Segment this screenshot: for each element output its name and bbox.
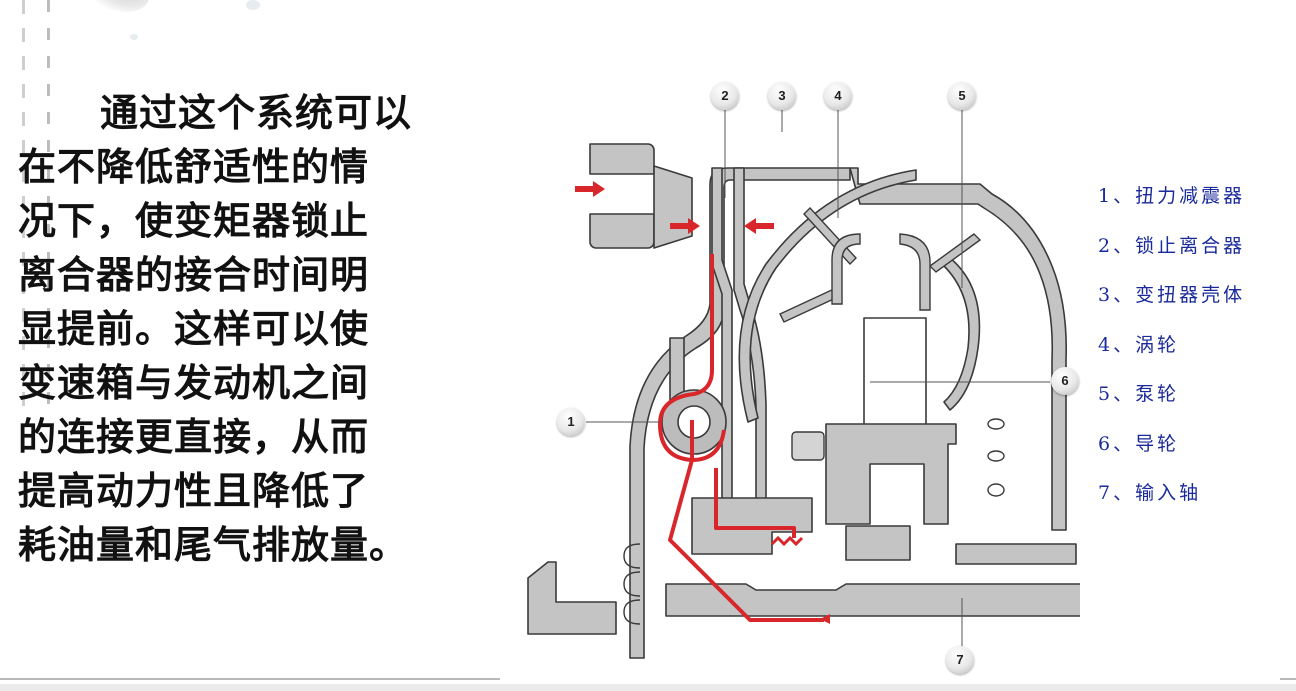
parts-legend: 1、扭力减震器 2、锁止离合器 3、变扭器壳体 4、涡轮 5、泵轮 6、导轮 7… [1098,172,1245,519]
flow-arrow-icon [744,218,774,234]
decorative-dot [130,34,138,40]
callout-3: 3 [768,82,796,110]
oil-flow-path [668,420,824,622]
legend-item: 4、涡轮 [1098,333,1180,356]
legend-item: 5、泵轮 [1098,383,1180,405]
body-line: 在不降低舒适性的情 [18,145,370,189]
flow-arrow-icon [770,535,804,547]
torque-converter-diagram [527,108,1080,659]
spring-coil [623,571,641,597]
decorative-dot [246,0,260,10]
turbine-shell [738,169,917,423]
legend-item: 7、输入轴 [1098,482,1202,504]
pump-hole [987,450,1005,462]
bracket [527,561,617,635]
body-line: 耗油量和尾气排放量。 [18,523,409,567]
stator-spline [845,525,911,561]
footer-band [0,684,1296,691]
flow-arrow-icon [575,181,605,197]
turbine-core [831,233,861,305]
body-line: 离合器的接合时间明 [18,253,370,297]
input-shaft [665,583,1080,617]
spring-coil [623,599,641,625]
oil-flow-path [658,254,726,462]
pump-torus [943,257,981,411]
lockup-clutch-plate [711,167,733,521]
legend-item: 6、导轮 [1098,432,1180,455]
flywheel-block [589,143,655,249]
callout-4: 4 [824,82,852,110]
pump-hole [987,418,1005,430]
pump-core [899,233,931,311]
body-line: 显提前。这样可以使 [18,307,370,351]
housing-lower [955,543,1077,565]
body-line: 变速箱与发动机之间 [18,361,370,405]
callout-7: 7 [946,646,974,674]
spring-coil [623,543,641,569]
body-line: 提高动力性且降低了 [18,469,370,513]
decorative-swoosh [75,0,155,20]
callout-2: 2 [711,82,739,110]
turbine-blade [779,287,841,323]
callout-1: 1 [557,408,585,436]
stator-roller [791,431,825,461]
legend-item: 2、锁止离合器 [1098,234,1246,257]
flow-arrow-icon [670,218,700,234]
stator-base [825,423,957,525]
pump-blade [928,233,982,273]
body-line: 况下，使变矩器锁止 [18,199,370,243]
dashed-margin-line [47,0,50,420]
pump-hole [987,483,1005,497]
flywheel-flange [653,165,693,249]
callout-5: 5 [948,82,976,110]
pump-shell [849,167,1068,531]
legend-item: 1、扭力减震器 [1098,185,1246,207]
footer-divider [0,678,500,680]
footer-divider [1280,678,1296,680]
flow-arrow-icon [820,614,830,624]
body-paragraph: 通过这个系统可以 在不降低舒适性的情 况下，使变矩器锁止 离合器的接合时间明 显… [18,86,488,572]
stator-hub [863,317,927,429]
oil-flow-path [714,468,796,538]
body-line: 通过这个系统可以 [100,91,413,135]
legend-item: 3、变扭器壳体 [1098,284,1246,306]
body-line: 的连接更直接，从而 [18,415,370,459]
callout-6: 6 [1051,367,1079,395]
dashed-margin-line [22,0,25,420]
